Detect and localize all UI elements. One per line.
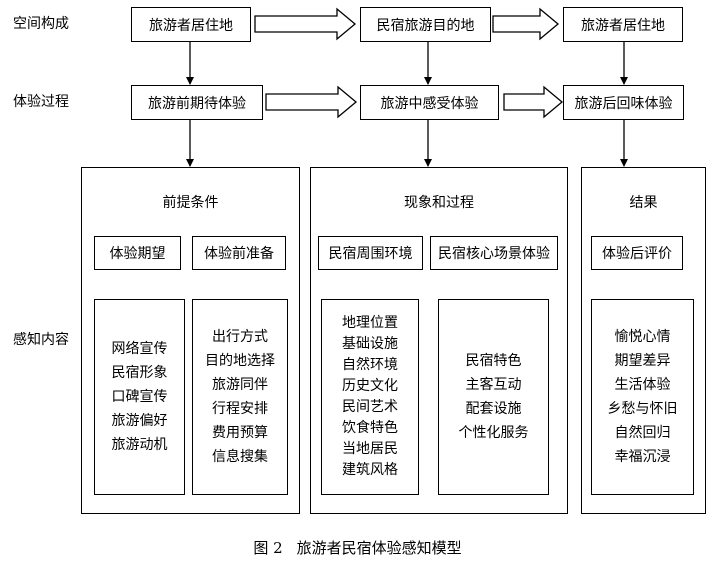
list-item: 期望差异	[614, 353, 671, 369]
process-during-box: 旅游中感受体验	[360, 85, 499, 120]
list-item: 口碑宣传	[111, 389, 168, 405]
phenomena-right-list: 民宿特色 主客互动 配套设施 个性化服务	[438, 299, 549, 495]
row-label-perception: 感知内容	[13, 332, 69, 348]
list-item: 目的地选择	[205, 353, 275, 369]
list-item: 愉悦心情	[614, 329, 671, 345]
list-item: 旅游动机	[111, 437, 168, 453]
list-item: 生活体验	[614, 377, 671, 393]
list-item: 基础设施	[342, 336, 398, 352]
block-arrow-process-1	[265, 85, 358, 119]
phenomena-right-header: 民宿核心场景体验	[430, 236, 558, 270]
phenomena-left-list: 地理位置 基础设施 自然环境 历史文化 民间艺术 饮食特色 当地居民 建筑风格	[321, 299, 419, 495]
result-header: 体验后评价	[591, 236, 683, 270]
row-label-process: 体验过程	[13, 94, 69, 110]
process-before-box: 旅游前期待体验	[131, 85, 263, 120]
list-item: 配套设施	[465, 401, 522, 417]
list-item: 饮食特色	[342, 420, 398, 436]
panel-phenomena-title: 现象和过程	[404, 195, 474, 211]
prereq-left-header: 体验期望	[94, 236, 181, 270]
list-item: 主客互动	[465, 377, 522, 393]
list-item: 旅游偏好	[111, 413, 168, 429]
list-item: 出行方式	[212, 329, 268, 345]
spatial-return-box: 旅游者居住地	[563, 7, 683, 42]
list-item: 自然回归	[614, 425, 671, 441]
result-list: 愉悦心情 期望差异 生活体验 乡愁与怀旧 自然回归 幸福沉浸	[591, 299, 694, 495]
prereq-right-header: 体验前准备	[192, 236, 286, 270]
list-item: 自然环境	[342, 357, 398, 373]
list-item: 当地居民	[342, 441, 398, 457]
prereq-right-list: 出行方式 目的地选择 旅游同伴 行程安排 费用预算 信息搜集	[192, 299, 288, 495]
block-arrow-spatial-1	[254, 7, 357, 41]
spatial-destination-box: 民宿旅游目的地	[360, 7, 491, 42]
list-item: 地理位置	[342, 315, 398, 331]
list-item: 民间艺术	[342, 399, 398, 415]
list-item: 历史文化	[342, 378, 398, 394]
list-item: 建筑风格	[342, 462, 398, 478]
list-item: 信息搜集	[212, 449, 268, 465]
list-item: 费用预算	[212, 425, 268, 441]
list-item: 旅游同伴	[212, 377, 268, 393]
figure-number: 图 2	[253, 539, 283, 557]
list-item: 民宿形象	[111, 365, 168, 381]
row-label-spatial: 空间构成	[13, 16, 69, 32]
phenomena-left-header: 民宿周围环境	[318, 236, 423, 270]
list-item: 幸福沉浸	[614, 449, 671, 465]
list-item: 民宿特色	[465, 353, 522, 369]
panel-prereq-title: 前提条件	[162, 195, 219, 211]
block-arrow-spatial-2	[492, 7, 560, 41]
block-arrow-process-2	[503, 85, 564, 119]
list-item: 乡愁与怀旧	[607, 401, 678, 417]
figure-caption: 图 2 旅游者民宿体验感知模型	[0, 537, 715, 558]
figure-title: 旅游者民宿体验感知模型	[296, 539, 462, 557]
list-item: 个性化服务	[458, 425, 529, 441]
list-item: 行程安排	[212, 401, 268, 417]
list-item: 网络宣传	[111, 341, 168, 357]
prereq-left-list: 网络宣传 民宿形象 口碑宣传 旅游偏好 旅游动机	[94, 299, 185, 495]
panel-result-title: 结果	[629, 195, 658, 211]
spatial-origin-box: 旅游者居住地	[131, 7, 251, 42]
process-after-box: 旅游后回味体验	[563, 85, 684, 120]
